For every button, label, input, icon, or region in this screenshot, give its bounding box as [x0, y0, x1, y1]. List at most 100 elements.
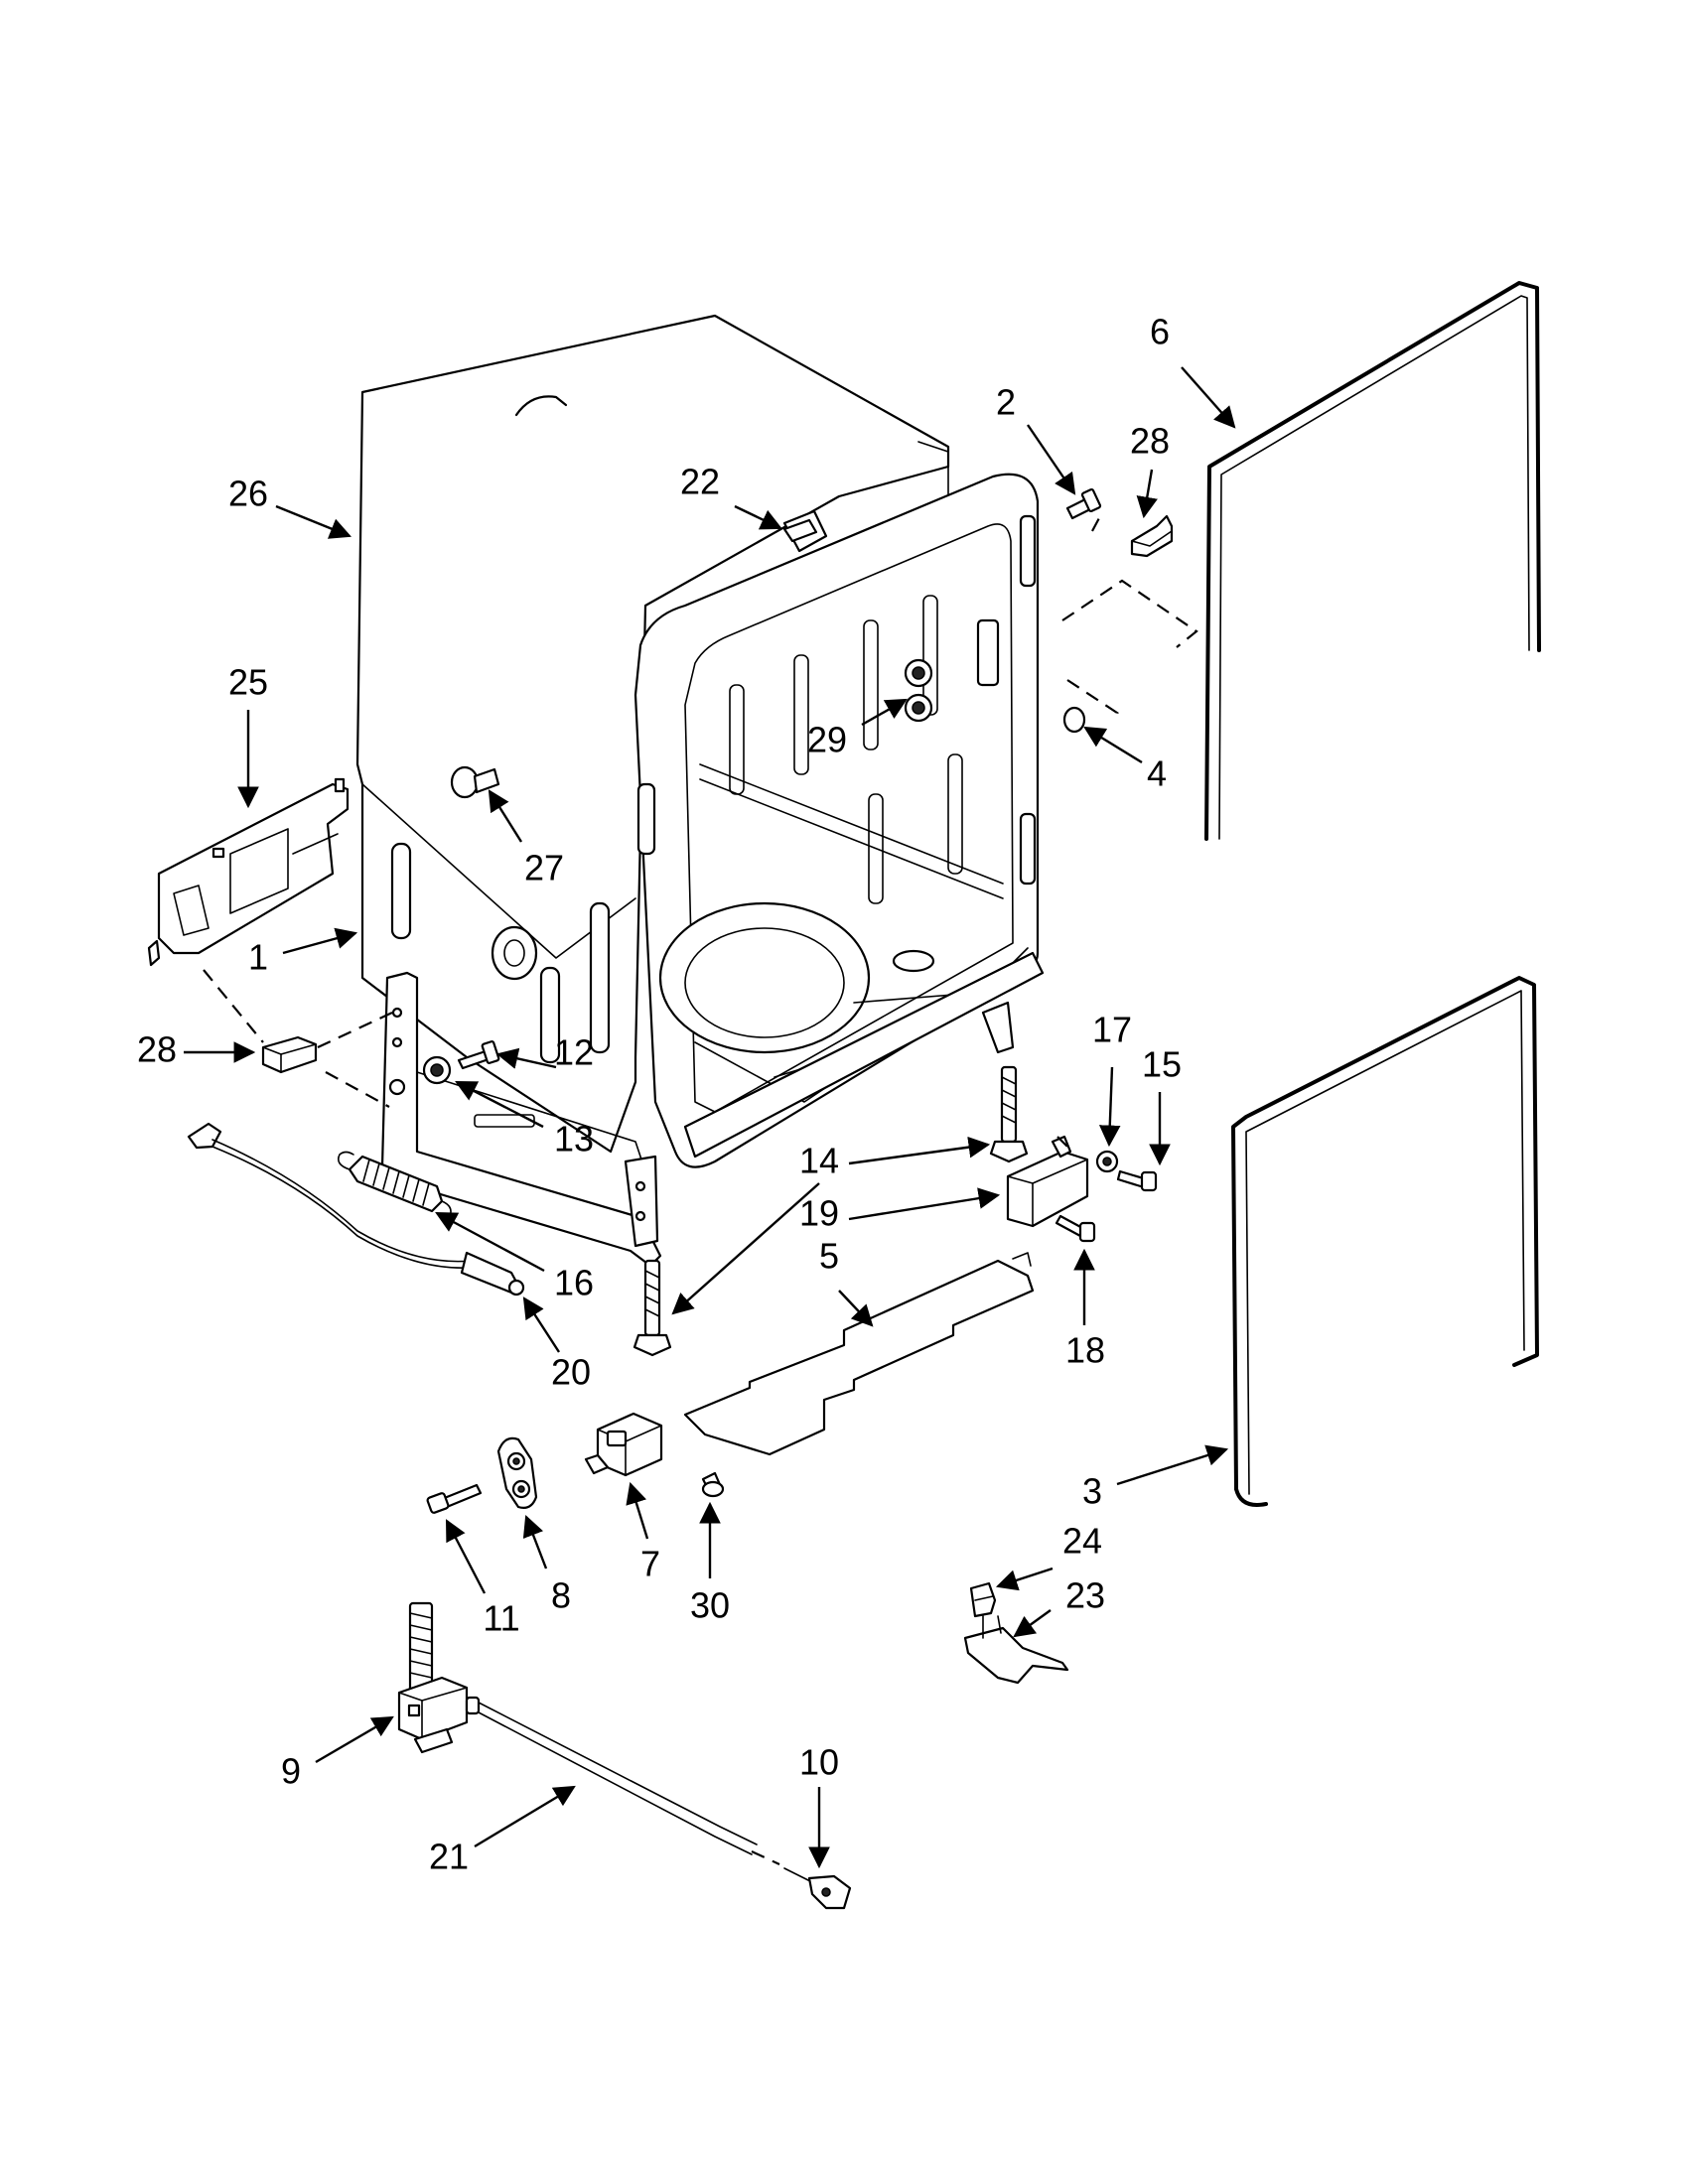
callout-29: 29 — [807, 720, 847, 760]
leader-12 — [495, 1047, 557, 1069]
leader-28a — [1136, 469, 1158, 519]
tub-front-rail — [683, 951, 1045, 1159]
tub-spray-hub — [892, 949, 935, 973]
leader-14a — [848, 1136, 991, 1165]
leader-6 — [1181, 366, 1236, 429]
leader-17 — [1098, 1066, 1121, 1148]
leader-16 — [435, 1211, 545, 1273]
tub-right-flange-2 — [1019, 812, 1037, 886]
callout-25: 25 — [228, 662, 268, 703]
part-17-washer — [1095, 1150, 1119, 1173]
part-1-base-bracket — [380, 971, 662, 1268]
callout-8: 8 — [551, 1575, 571, 1616]
tub-right-foot-mount — [981, 1001, 1015, 1054]
leader-13 — [455, 1080, 544, 1129]
callout-16: 16 — [554, 1263, 594, 1303]
leader-4 — [1083, 726, 1143, 764]
leader-20 — [522, 1297, 561, 1353]
part-3-tub-gasket — [1231, 976, 1539, 1507]
part-14-leveling-leg-left — [633, 1259, 672, 1357]
part-11-screw — [426, 1483, 483, 1514]
callout-11: 11 — [483, 1598, 519, 1639]
callout-28-lower: 28 — [137, 1029, 177, 1070]
callout-14: 14 — [799, 1141, 839, 1181]
part-28-clip-upper — [1130, 514, 1174, 558]
leader-24 — [995, 1567, 1054, 1591]
leader-29 — [861, 698, 908, 727]
tub-side-rib-2 — [539, 966, 561, 1064]
part-15-screw — [1116, 1169, 1158, 1192]
callout-10: 10 — [799, 1742, 839, 1783]
leader-arrows — [184, 366, 1236, 1869]
part-8-mount — [496, 1436, 538, 1509]
tub-side-rib-3 — [589, 901, 611, 1054]
callout-26: 26 — [228, 474, 268, 514]
leader-3 — [1116, 1444, 1229, 1486]
part-22-top-clip — [782, 518, 818, 543]
tub-left-flange — [636, 782, 656, 856]
part-28-clip-lower — [261, 1035, 318, 1074]
part-24-connector — [969, 1581, 997, 1618]
callout-17: 17 — [1092, 1010, 1132, 1050]
callout-20: 20 — [551, 1352, 591, 1393]
tub-side-port-inner — [503, 939, 525, 967]
part-5-plate — [683, 1252, 1035, 1456]
callout-30: 30 — [690, 1585, 730, 1626]
part-18-screw — [1055, 1214, 1096, 1243]
callout-24: 24 — [1062, 1521, 1102, 1562]
tub-inner-rib-2 — [793, 654, 809, 775]
callout-9: 9 — [281, 1751, 301, 1792]
callout-18: 18 — [1065, 1330, 1105, 1371]
part-13-roller — [422, 1055, 452, 1085]
leader-11 — [445, 1519, 487, 1594]
tub-sump-bowl — [658, 901, 871, 1054]
callout-22: 22 — [680, 462, 720, 502]
leader-7 — [626, 1481, 649, 1540]
tub-top-edge — [917, 441, 949, 497]
tub-side-rib-1 — [390, 842, 412, 940]
tub-top-fitting — [514, 395, 568, 417]
callout-15: 15 — [1142, 1044, 1182, 1085]
part-9-valve — [397, 1601, 481, 1754]
callout-4: 4 — [1147, 753, 1167, 794]
part-21-tube — [478, 1702, 780, 1865]
callout-2: 2 — [996, 382, 1016, 423]
leader-14b — [671, 1182, 820, 1315]
callout-19: 19 — [799, 1193, 839, 1234]
tub-front-frame-inner — [684, 523, 1014, 1113]
part-25-side-panel — [147, 777, 350, 967]
part-20-cable — [187, 1122, 525, 1297]
callout-23: 23 — [1065, 1575, 1105, 1616]
tub-vent-opening — [976, 618, 1000, 687]
part-4-plug — [1062, 706, 1086, 734]
tub-rack-rail-2 — [699, 778, 1004, 899]
leader-5 — [838, 1290, 874, 1327]
leader-1 — [282, 927, 358, 955]
tub-inner-rib-5 — [868, 793, 884, 904]
tub-sump-inner — [684, 927, 845, 1038]
callout-1: 1 — [248, 937, 268, 978]
callout-27: 27 — [524, 848, 564, 888]
part-29-grommets — [904, 658, 933, 723]
part-7-junction-box — [584, 1412, 663, 1477]
part-23-bracket — [963, 1615, 1069, 1685]
callout-21: 21 — [429, 1837, 469, 1877]
tub-assembly — [355, 314, 1045, 1168]
callout-3: 3 — [1082, 1471, 1102, 1512]
callout-12: 12 — [554, 1032, 594, 1073]
tub-rack-rail — [699, 763, 1004, 885]
part-10-fitting — [783, 1867, 852, 1910]
callout-labels: 26 22 2 6 28 25 29 4 27 1 28 12 13 17 15… — [137, 312, 1182, 1877]
leader-26 — [275, 504, 352, 539]
callout-7: 7 — [640, 1544, 660, 1584]
callout-5: 5 — [819, 1236, 839, 1277]
leader-27 — [488, 789, 523, 843]
callout-13: 13 — [554, 1119, 594, 1160]
callout-28-upper: 28 — [1130, 421, 1170, 462]
leader-21 — [474, 1785, 576, 1848]
part-27-push-fastener — [450, 765, 500, 799]
part-14-leveling-leg-right — [989, 1065, 1029, 1163]
leader-23 — [1013, 1609, 1052, 1638]
leader-2 — [1027, 424, 1076, 495]
